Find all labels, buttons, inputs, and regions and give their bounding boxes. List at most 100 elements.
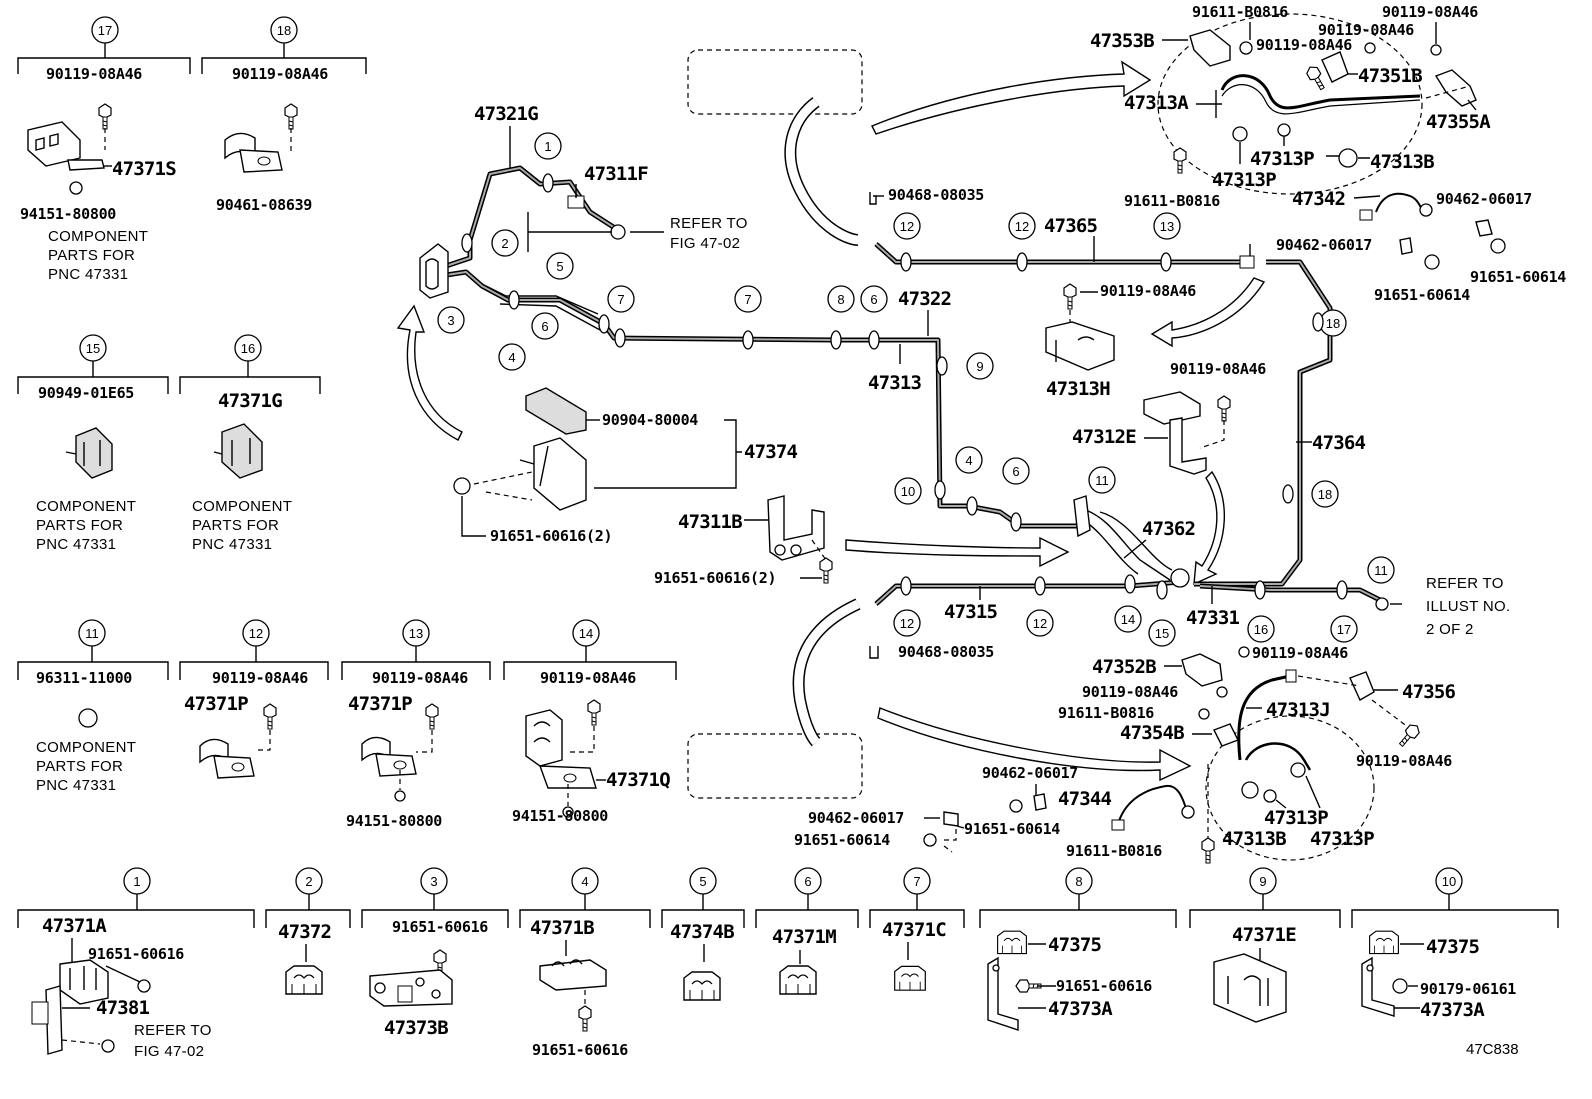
refer-illust-note: REFER TO — [1426, 575, 1504, 592]
callout-number: 13 — [1160, 219, 1174, 234]
90462-06017-label-b2: 90462-06017 — [808, 809, 904, 827]
callout-18: 18 — [277, 23, 291, 38]
component-parts-note-15: COMPONENT — [36, 498, 136, 515]
47371A-label: 47371A — [42, 915, 107, 937]
group-17-part: 90119-08A46 — [46, 65, 142, 83]
callout-number: 18 — [1326, 316, 1340, 331]
callout-b9: 9 — [1259, 874, 1266, 889]
callout-number: 12 — [900, 616, 914, 631]
svg-text:PNC 47331: PNC 47331 — [192, 536, 272, 553]
refer-fig-note-main: REFER TO — [670, 215, 748, 232]
47362-label: 47362 — [1142, 518, 1195, 540]
pipe-clip — [900, 576, 912, 596]
callout-marker-10: 10 — [894, 477, 922, 505]
callout-b2: 2 — [305, 874, 312, 889]
47312E-label: 47312E — [1072, 426, 1136, 448]
callout-marker-12: 12 — [1026, 609, 1054, 637]
svg-text:PNC 47331: PNC 47331 — [36, 536, 116, 553]
47371M-label: 47371M — [772, 926, 836, 948]
pipe-clip — [1160, 252, 1172, 272]
pipe-clip — [1010, 512, 1022, 532]
47313H-label: 47313H — [1046, 378, 1110, 400]
90462-06017-label-t2: 90462-06017 — [1276, 236, 1372, 254]
90949-01E65-label: 90949-01E65 — [38, 384, 134, 402]
group-17: 17 90119-08A46 47371S 94151-80800 COMPON… — [17, 16, 191, 283]
callout-number: 18 — [1318, 487, 1332, 502]
callout-marker-12: 12 — [893, 609, 921, 637]
47353B-label: 47353B — [1090, 30, 1154, 52]
callout-marker-6: 6 — [1002, 457, 1030, 485]
47355A-label: 47355A — [1426, 111, 1491, 133]
callout-number: 2 — [501, 236, 508, 251]
94151-80800-label-13: 94151-80800 — [346, 812, 442, 830]
callout-number: 3 — [447, 313, 454, 328]
callout-b4: 4 — [581, 874, 588, 889]
47374-pad — [525, 387, 587, 435]
callout-marker-17: 17 — [1330, 615, 1358, 643]
callout-number: 11 — [1095, 473, 1109, 488]
90462-06017-label-b1: 90462-06017 — [982, 764, 1078, 782]
47354B-label: 47354B — [1120, 722, 1184, 744]
47331-label: 47331 — [1186, 607, 1240, 629]
90462-06017-label-t1: 90462-06017 — [1436, 190, 1532, 208]
svg-text:PARTS FOR: PARTS FOR — [48, 247, 135, 264]
group-12: 12 90119-08A46 47371P — [179, 619, 329, 779]
ref-box-top — [687, 49, 863, 115]
pipe-clip — [1016, 252, 1028, 272]
callout-marker-3: 3 — [437, 306, 465, 334]
callout-b8: 8 — [1075, 874, 1082, 889]
47375-label-b8: 47375 — [1048, 934, 1102, 956]
group-12-part: 90119-08A46 — [212, 669, 308, 687]
90119-08A46-label-b1: 90119-08A46 — [1252, 644, 1348, 662]
callout-marker-9: 9 — [966, 352, 994, 380]
group-18: 18 90119-08A46 90461-08639 — [201, 16, 367, 214]
svg-text:ILLUST NO.: ILLUST NO. — [1426, 598, 1510, 615]
47321G-label: 47321G — [474, 103, 538, 125]
47355A-bracket — [1434, 69, 1477, 107]
bottom-group-9: 9 47371E — [1189, 867, 1341, 1023]
svg-text:PARTS FOR: PARTS FOR — [36, 517, 123, 534]
47374-block — [533, 437, 587, 511]
svg-text:FIG 47-02: FIG 47-02 — [134, 1043, 204, 1060]
callout-marker-6: 6 — [860, 285, 888, 313]
svg-text:2 OF 2: 2 OF 2 — [1426, 621, 1474, 638]
47371C-label: 47371C — [882, 919, 946, 941]
callout-marker-2: 2 — [491, 229, 519, 257]
callout-marker-4: 4 — [955, 446, 983, 474]
91651-60614-label-b2: 91651-60614 — [794, 831, 890, 849]
47353B-bracket — [1189, 29, 1231, 67]
callout-number: 10 — [901, 484, 915, 499]
47311B-bracket — [767, 495, 825, 561]
callout-marker-12: 12 — [893, 212, 921, 240]
90461-08639-label: 90461-08639 — [216, 196, 312, 214]
svg-text:PARTS FOR: PARTS FOR — [192, 517, 279, 534]
91611-B0816-label-t1: 91611-B0816 — [1192, 3, 1288, 21]
callout-b1: 1 — [133, 874, 140, 889]
47373A-label-b10: 47373A — [1420, 999, 1485, 1021]
pipe-clip — [1124, 574, 1136, 594]
callout-b7: 7 — [913, 874, 920, 889]
callout-b6: 6 — [804, 874, 811, 889]
bottom-group-8: 8 47375 91651-60616 47373A — [979, 867, 1177, 1031]
90119-08A46-label-b3: 90119-08A46 — [1356, 752, 1452, 770]
callout-number: 6 — [870, 292, 877, 307]
90119-08A46-label-t2: 90119-08A46 — [1256, 36, 1352, 54]
91611-B0816-label-t2: 91611-B0816 — [1124, 192, 1220, 210]
callout-number: 5 — [556, 259, 563, 274]
47371S-clamp-shape — [27, 121, 81, 167]
callout-marker-18: 18 — [1319, 309, 1347, 337]
callout-marker-8: 8 — [827, 285, 855, 313]
91651-60616-2-label-b: 91651-60616(2) — [654, 569, 776, 587]
pipe-clip — [1156, 580, 1168, 600]
90119-08A46-label-t1: 90119-08A46 — [1318, 21, 1414, 39]
group-14-part: 90119-08A46 — [540, 669, 636, 687]
callout-number: 4 — [508, 350, 515, 365]
47322-label: 47322 — [898, 288, 951, 310]
47371Q-label: 47371Q — [606, 769, 670, 791]
91651-60614-label-t1: 91651-60614 — [1470, 268, 1566, 286]
callout-marker-1: 1 — [534, 132, 562, 160]
callout-marker-5: 5 — [546, 252, 574, 280]
callout-14: 14 — [579, 626, 593, 641]
pipe-clip — [1336, 580, 1348, 600]
callout-b3: 3 — [430, 874, 437, 889]
